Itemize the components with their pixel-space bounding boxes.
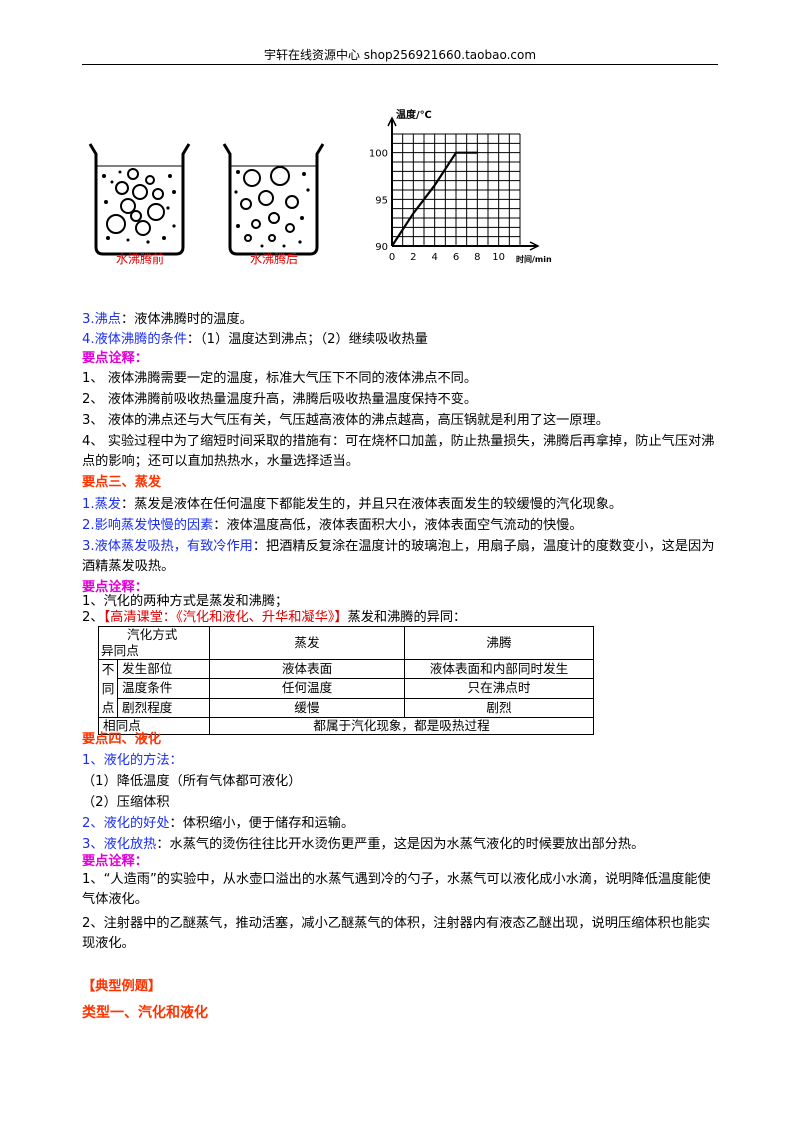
- method-1: （1）降低温度（所有气体都可液化）: [82, 774, 302, 789]
- notes-title-3: 要点诠释：: [82, 854, 148, 869]
- y-axis-arrow: [387, 116, 397, 127]
- liquefaction-methods: 1、液化的方法：: [82, 753, 183, 768]
- x-tick-label: 4: [431, 252, 437, 263]
- header-rule: [82, 64, 718, 65]
- cell-evaporation: 液体表面: [209, 658, 405, 680]
- chart-ticks: 100 95 900 2 4 6 8 10: [369, 149, 505, 263]
- beaker-after: [222, 143, 325, 256]
- chart-x-axis-label: 时间/min: [516, 254, 552, 264]
- evaporation-line-3: 3.液体蒸发吸热，有致冷作用：把酒精反复涂在温度计的玻璃泡上，用扇子扇，温度计的…: [82, 537, 718, 577]
- diff-label-cell: 不 同 点: [98, 659, 118, 718]
- y-tick-label: 95: [375, 195, 388, 206]
- definition-text: ：体积缩小，便于储存和运输。: [169, 816, 355, 831]
- definition-text: ：（1）温度达到沸点；（2）继续吸收热量: [186, 332, 428, 347]
- cell-boiling: 只在沸点时: [404, 678, 594, 699]
- x-tick-label: 2: [410, 252, 416, 263]
- table-row: 剧烈程度 缓慢 剧烈: [99, 697, 594, 719]
- table-row: 不 同 点 发生部位 液体表面 液体表面和内部同时发生: [98, 658, 594, 718]
- beaker-after-label: 水沸腾后: [249, 252, 298, 266]
- examples-title: 【典型例题】: [82, 979, 162, 994]
- definition-text: ：液体沸腾时的温度。: [120, 312, 253, 327]
- table-header-row: 汽化方式 异同点 蒸发 沸腾: [98, 626, 594, 660]
- term-evaporation-cooling: 3.液体蒸发吸热，有致冷作用: [82, 539, 253, 554]
- diff-label-char: 同: [101, 681, 115, 696]
- term-heat-release: 3、液化放热: [82, 837, 157, 852]
- cell-evaporation: 缓慢: [209, 697, 405, 719]
- col-header-boiling: 沸腾: [404, 626, 594, 660]
- corner-bottom-label: 异同点: [101, 643, 139, 658]
- liquefaction-heat: 3、液化放热：水蒸气的烫伤往往比开水烫伤更严重，这是因为水蒸气液化的时候要放出部…: [82, 835, 644, 855]
- item-number: 3.: [82, 312, 95, 327]
- term-boiling-conditions: 液体沸腾的条件: [94, 332, 187, 347]
- cell-boiling: 液体表面和内部同时发生: [404, 658, 594, 680]
- row-name: 温度条件: [117, 678, 210, 699]
- table-corner-cell: 汽化方式 异同点: [98, 626, 210, 660]
- y-tick-label: 90: [375, 242, 388, 253]
- notes-title-2: 要点诠释：: [82, 580, 148, 595]
- note-3: 3、 液体的沸点还与大气压有关，气压越高液体的沸点越高，高压锅就是利用了这一原理…: [82, 413, 609, 428]
- note-syringe: 2、注射器中的乙醚蒸气，推动活塞，减小乙醚蒸气的体积，注射器内有液态乙醚出现，说…: [82, 916, 711, 951]
- comparison-table: 汽化方式 异同点 蒸发 沸腾 不 同 点 发生部位 液体表面 液体表面和内部同时…: [98, 626, 594, 735]
- evaporation-line-1: 1.蒸发：蒸发是液体在任何温度下都能发生的，并且只在液体表面发生的较缓慢的汽化现…: [82, 495, 622, 515]
- beaker-before-label: 水沸腾前: [115, 252, 164, 266]
- diff-label-char: 不: [101, 662, 115, 677]
- term-boiling-point: 沸点: [94, 312, 121, 327]
- corner-top-label: 汽化方式: [127, 627, 178, 642]
- same-text: 都属于汽化现象，都是吸热过程: [209, 717, 594, 735]
- definition-text: ：把酒精反复涂在温度计的玻璃泡上，用扇子扇，温度计的度数变小，这是因为酒精蒸发吸…: [82, 539, 715, 574]
- note-vaporization: 1、汽化的两种方式是蒸发和沸腾；: [82, 594, 289, 609]
- row-name: 发生部位: [117, 658, 210, 680]
- term-evaporation: 1.蒸发: [82, 497, 121, 512]
- type-one-title: 类型一、汽化和液化: [82, 1005, 208, 1021]
- table-row-same: 相同点 都属于汽化现象，都是吸热过程: [98, 717, 594, 735]
- liquefaction-benefit: 2、液化的好处：体积缩小，便于储存和运输。: [82, 814, 354, 834]
- page-header: 宇轩在线资源中心 shop256921660.taobao.com: [263, 48, 537, 62]
- lecture-link[interactable]: 【高清课堂：《汽化和液化、升华和凝华》】: [103, 610, 348, 625]
- table-row: 温度条件 任何温度 只在沸点时: [99, 678, 594, 699]
- cell-boiling: 剧烈: [404, 697, 594, 719]
- term-benefit: 2、液化的好处: [82, 816, 170, 831]
- beakers-figure: [88, 143, 325, 256]
- x-tick-label: 10: [492, 252, 505, 263]
- definition-text: ：蒸发是液体在任何温度下都能发生的，并且只在液体表面发生的较缓慢的汽化现象。: [120, 497, 623, 512]
- chart-grid: [391, 133, 521, 247]
- boiling-point-line: 3.沸点：液体沸腾时的温度。: [82, 310, 253, 330]
- item-number: 4.: [82, 332, 95, 347]
- note-1: 1、 液体沸腾需要一定的温度，标准大气压下不同的液体沸点不同。: [82, 371, 478, 386]
- x-tick-label: 6: [453, 252, 459, 263]
- x-tick-label: 8: [474, 252, 480, 263]
- note-artificial-rain: 1、“人造雨”的实验中，从水壶口溢出的水蒸气遇到冷的勺子，水蒸气可以液化成小水滴…: [82, 872, 711, 907]
- chart-series-line: [391, 151, 478, 247]
- same-label: 相同点: [98, 717, 210, 735]
- cell-evaporation: 任何温度: [209, 678, 405, 699]
- evaporation-line-2: 2.影响蒸发快慢的因素：液体温度高低，液体表面积大小，液体表面空气流动的快慢。: [82, 516, 583, 536]
- temperature-chart: 温度/℃ 时间/min 100 95 900 2 4 6 8 10: [369, 108, 552, 264]
- x-axis-arrow: [529, 241, 540, 251]
- row-name: 剧烈程度: [117, 697, 210, 719]
- note-text: 蒸发和沸腾的异同：: [347, 610, 467, 625]
- item-number: 2、: [82, 610, 104, 625]
- definition-text: ：水蒸气的烫伤往往比开水烫伤更严重，这是因为水蒸气液化的时候要放出部分热。: [156, 837, 645, 852]
- boiling-conditions-line: 4.液体沸腾的条件：（1）温度达到沸点；（2）继续吸收热量: [82, 330, 428, 350]
- section-title-evaporation: 要点三、蒸发: [82, 475, 162, 490]
- term-evaporation-factors: 2.影响蒸发快慢的因素: [82, 518, 214, 533]
- note-comparison: 2、【高清课堂：《汽化和液化、升华和凝华》】蒸发和沸腾的异同：: [82, 608, 466, 628]
- chart-axes: [387, 116, 540, 251]
- section-title-liquefaction: 要点四、液化: [82, 732, 162, 747]
- beaker-before: [88, 143, 191, 256]
- definition-text: ：液体温度高低，液体表面积大小，液体表面空气流动的快慢。: [213, 518, 583, 533]
- x-tick-label: 0: [389, 252, 395, 263]
- notes-title-1: 要点诠释：: [82, 351, 148, 366]
- col-header-evaporation: 蒸发: [209, 626, 405, 660]
- note-4: 4、 实验过程中为了缩短时间采取的措施有：可在烧杯口加盖，防止热量损失，沸腾后再…: [82, 434, 715, 469]
- diff-label-char: 点: [101, 700, 115, 715]
- chart-y-axis-label: 温度/℃: [396, 108, 432, 121]
- method-2: （2）压缩体积: [82, 795, 170, 810]
- note-2: 2、 液体沸腾前吸收热量温度升高，沸腾后吸收热量温度保持不变。: [82, 392, 478, 407]
- y-tick-label: 100: [369, 149, 388, 160]
